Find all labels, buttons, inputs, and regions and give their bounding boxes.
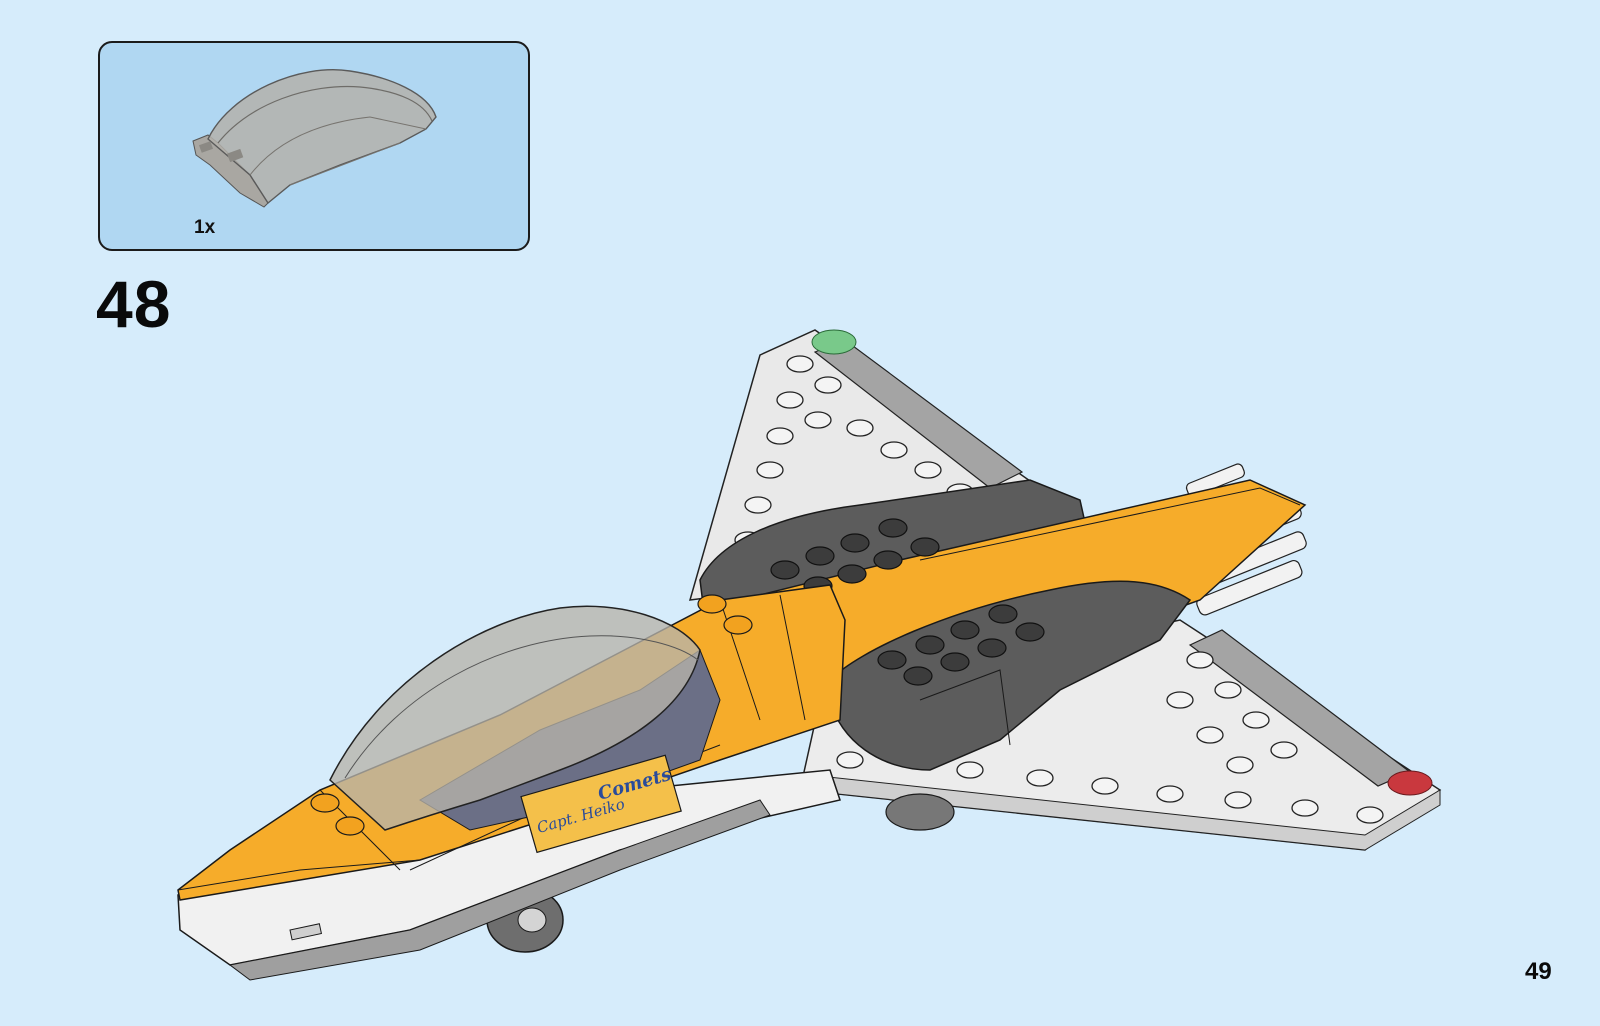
page-number: 49 — [1525, 958, 1552, 986]
green-light-icon — [812, 330, 856, 354]
red-light-icon — [1388, 771, 1432, 795]
